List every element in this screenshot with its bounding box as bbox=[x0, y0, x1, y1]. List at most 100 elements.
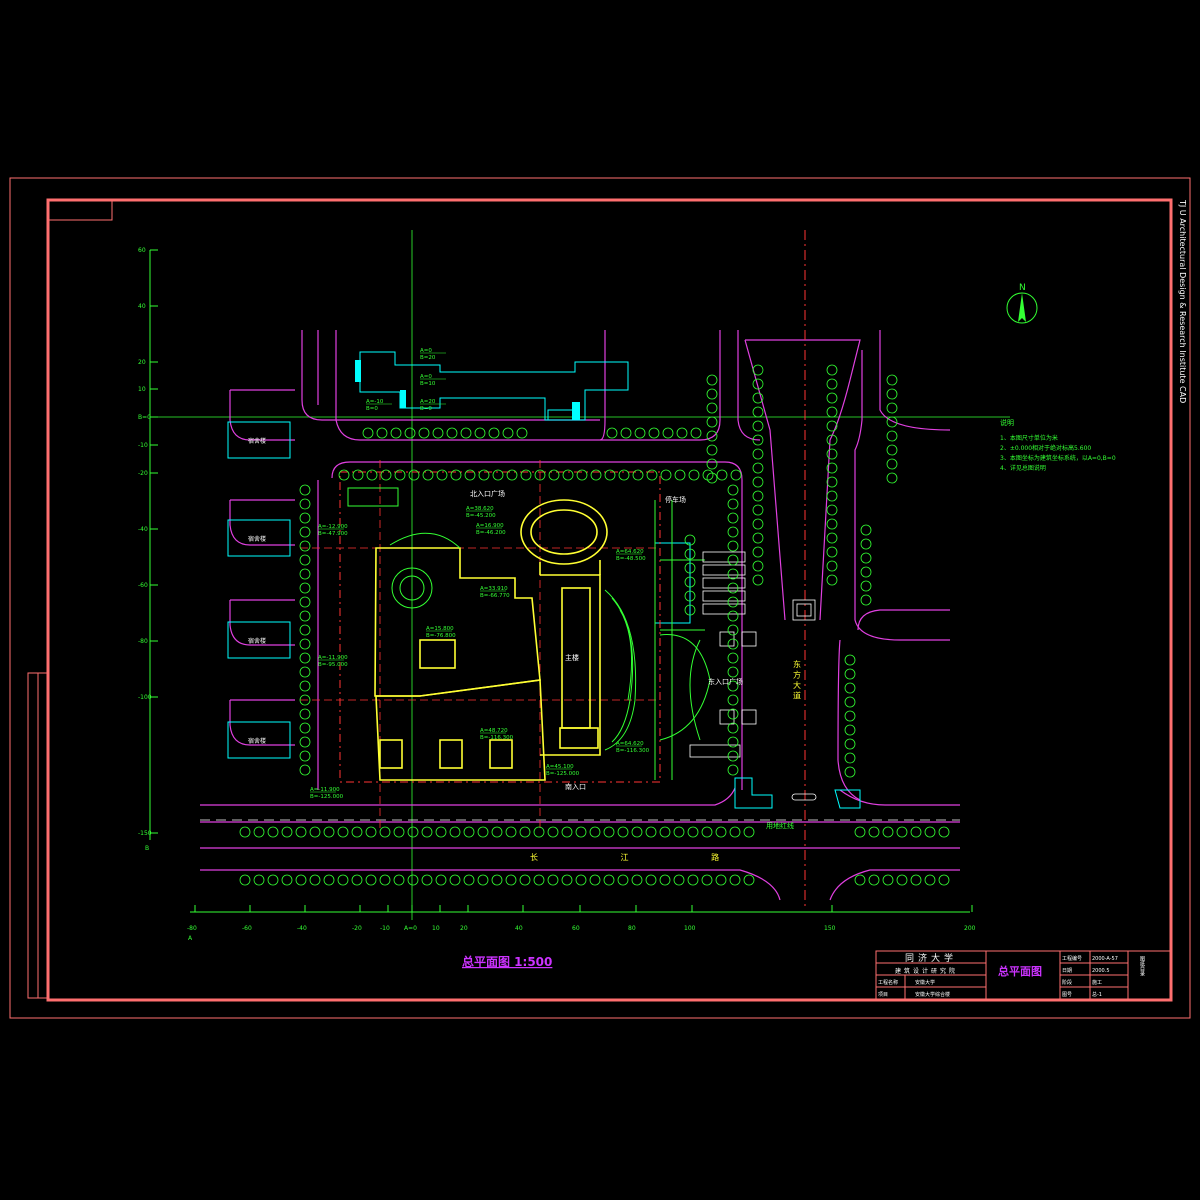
elevation-b: B=-95.000 bbox=[318, 662, 348, 668]
axis-tick-label-a: -20 bbox=[352, 925, 362, 932]
tree-symbol bbox=[826, 560, 838, 572]
tree-symbol bbox=[606, 427, 618, 439]
axis-tick-label-a: -80 bbox=[187, 925, 197, 932]
tree-symbol bbox=[844, 654, 856, 666]
tree-symbol bbox=[365, 874, 377, 886]
sheet-frame bbox=[9, 177, 1191, 1019]
tree-symbol bbox=[299, 582, 311, 594]
tree-symbol bbox=[684, 576, 696, 588]
tree-symbol bbox=[752, 476, 764, 488]
elevation-b: B=20 bbox=[420, 355, 436, 361]
label-east-plaza: 东入口广场 bbox=[708, 677, 743, 686]
tree-symbol bbox=[435, 826, 447, 838]
elevation-markers: A=0B=20A=0B=10A=-10B=0A=20B=0A=38.620B=-… bbox=[310, 348, 650, 800]
label-main-hall: 主楼 bbox=[565, 653, 579, 662]
tree-symbol bbox=[520, 469, 532, 481]
tree-symbol bbox=[702, 469, 714, 481]
tree-symbol bbox=[502, 427, 514, 439]
tree-symbol bbox=[854, 874, 866, 886]
axis-tick-label-a: A=0 bbox=[404, 925, 417, 932]
svg-text:宿舍楼: 宿舍楼 bbox=[248, 437, 266, 445]
tree-symbol bbox=[727, 624, 739, 636]
tree-symbol bbox=[422, 469, 434, 481]
tree-symbol bbox=[645, 826, 657, 838]
tree-symbol bbox=[634, 427, 646, 439]
tree-symbol bbox=[617, 826, 629, 838]
tree-symbol bbox=[648, 427, 660, 439]
tree-symbol bbox=[868, 874, 880, 886]
tree-symbol bbox=[299, 680, 311, 692]
tree-symbol bbox=[418, 427, 430, 439]
tree-symbol bbox=[924, 826, 936, 838]
tree-symbol bbox=[338, 469, 350, 481]
tree-symbol bbox=[477, 826, 489, 838]
tree-symbol bbox=[752, 504, 764, 516]
elevation-b: B=-66.770 bbox=[480, 593, 510, 599]
tree-symbol bbox=[886, 374, 898, 386]
axis-end-label-a: A bbox=[188, 935, 193, 942]
tree-symbol bbox=[690, 427, 702, 439]
title-right-label: 阶段 bbox=[1062, 979, 1072, 986]
tree-symbol bbox=[727, 554, 739, 566]
tree-symbol bbox=[886, 444, 898, 456]
tree-symbol bbox=[299, 568, 311, 580]
tree-symbol bbox=[844, 766, 856, 778]
tree-symbol bbox=[752, 364, 764, 376]
tree-symbol bbox=[826, 490, 838, 502]
tree-symbol bbox=[620, 427, 632, 439]
tree-symbol bbox=[886, 430, 898, 442]
tree-symbol bbox=[589, 874, 601, 886]
tree-symbol bbox=[924, 874, 936, 886]
axis-tick-label-b: 60 bbox=[138, 247, 146, 254]
tree-symbol bbox=[743, 826, 755, 838]
label-parking: 停车场 bbox=[665, 495, 686, 504]
label-south-entry: 南入口 bbox=[565, 782, 586, 791]
neighbor-accent bbox=[547, 409, 577, 421]
tree-symbol bbox=[506, 469, 518, 481]
tree-symbol bbox=[910, 874, 922, 886]
tree-symbol bbox=[716, 469, 728, 481]
tree-symbol bbox=[844, 710, 856, 722]
tree-symbol bbox=[299, 722, 311, 734]
tree-symbol bbox=[886, 472, 898, 484]
tree-symbol bbox=[379, 826, 391, 838]
tree-symbol bbox=[309, 826, 321, 838]
tree-symbol bbox=[446, 427, 458, 439]
notes-heading: 说明 bbox=[1000, 418, 1014, 427]
tree-symbol bbox=[727, 568, 739, 580]
tree-symbol bbox=[253, 874, 265, 886]
title-right-value: 2000-A-57 bbox=[1092, 956, 1118, 962]
title-right-value: 总-1 bbox=[1092, 991, 1102, 998]
axis-tick-label-a: 80 bbox=[628, 925, 636, 932]
title-right-label: 图号 bbox=[1062, 992, 1072, 998]
elevation-a: A=-11.900 bbox=[318, 655, 348, 661]
tree-symbol bbox=[337, 826, 349, 838]
elevation-a: A=20 bbox=[420, 399, 436, 405]
tree-symbol bbox=[309, 874, 321, 886]
tree-symbol bbox=[674, 469, 686, 481]
tree-symbol bbox=[474, 427, 486, 439]
tree-symbol bbox=[662, 427, 674, 439]
tree-symbol bbox=[684, 534, 696, 546]
tree-symbol bbox=[860, 524, 872, 536]
tree-symbol bbox=[394, 469, 406, 481]
tree-symbol bbox=[826, 574, 838, 586]
note-item: 3、本图坐标为建筑坐标系统，以A=0,B=0 bbox=[1000, 454, 1116, 462]
tree-symbol bbox=[659, 826, 671, 838]
tree-symbol bbox=[860, 538, 872, 550]
tree-symbol bbox=[299, 764, 311, 776]
title-row-value: 安徽大学综合楼 bbox=[915, 991, 950, 998]
tree-symbol bbox=[253, 826, 265, 838]
elevation-a: A=15.800 bbox=[426, 626, 454, 632]
tree-symbol bbox=[727, 722, 739, 734]
title-university: 同济大学 bbox=[905, 952, 957, 964]
tree-symbol bbox=[826, 378, 838, 390]
axis-tick-label-b: 20 bbox=[138, 359, 146, 366]
axis-tick-label-a: 60 bbox=[572, 925, 580, 932]
tree-symbol bbox=[886, 388, 898, 400]
tree-symbol bbox=[299, 624, 311, 636]
tree-symbol bbox=[727, 526, 739, 538]
tree-symbol bbox=[505, 826, 517, 838]
elevation-b: B=-47.900 bbox=[318, 531, 348, 537]
